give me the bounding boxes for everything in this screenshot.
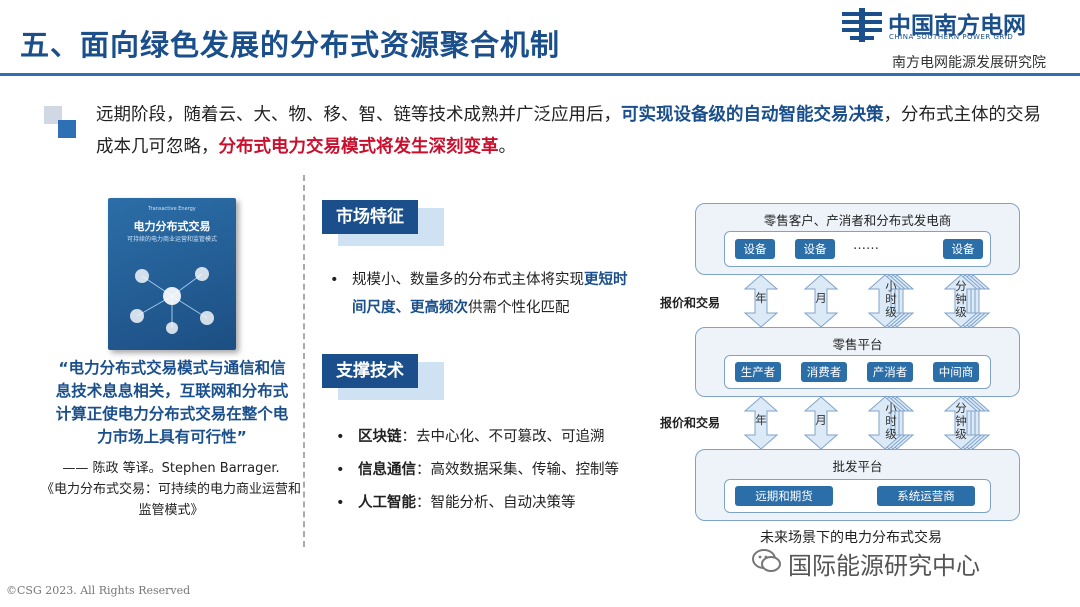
market-text-highlight: 更短时间尺度、更高频次 (352, 272, 628, 316)
header-divider (0, 73, 1080, 76)
support-item: • 人工智能：智能分析、自动决策等 (336, 487, 646, 520)
device-chip: 设备 (795, 239, 835, 259)
support-item-desc: ：去中心化、不可篡改、可追溯 (401, 429, 605, 445)
arrow-label-minute: 分钟级 (955, 279, 967, 319)
book-cover: Transactive Energy 电力分布式交易 可持续的电力商业运营和监管… (108, 198, 236, 350)
logo-english-name: CHINA SOUTHERN POWER GRID (889, 33, 1014, 41)
decor-squares-icon (44, 106, 80, 142)
trade-label: 报价和交易 (660, 416, 721, 430)
arrow-label-hour: 小时级 (885, 279, 897, 319)
arrow-label-year: 年 (755, 291, 767, 305)
arrow-label-minute: 分钟级 (955, 401, 967, 441)
bullet-dot: • (336, 495, 345, 511)
book-cover-english: Transactive Energy (148, 206, 196, 212)
arrow-label-month: 月 (815, 413, 827, 427)
support-item: • 区块链：去中心化、不可篡改、可追溯 (336, 421, 646, 454)
device-chip: 设备 (943, 239, 983, 259)
device-chip: 设备 (735, 239, 775, 259)
wechat-icon (752, 548, 782, 574)
retail-layer-title: 零售平台 (832, 337, 883, 352)
watermark-text: 国际能源研究中心 (788, 552, 980, 580)
retail-layer: 零售平台 生产者 消费者 产消者 中间商 (695, 327, 1020, 397)
intro-highlight-2: 分布式电力交易模式将发生深刻变革 (218, 137, 499, 157)
wholesale-row: 远期和期货 系统运营商 (724, 479, 991, 513)
support-item-label: 人工智能 (358, 495, 416, 511)
retail-chip: 产消者 (867, 362, 913, 382)
market-text-prefix: 规模小、数量多的分布式主体将实现 (352, 272, 584, 288)
network-graphic-icon (130, 267, 214, 334)
institute-name: 南方电网能源发展研究院 (892, 55, 1046, 71)
retail-chip: 生产者 (735, 362, 781, 382)
arrow-group-1 (744, 274, 990, 328)
vertical-divider (303, 175, 305, 547)
intro-paragraph: 远期阶段，随着云、大、物、移、智、链等技术成熟并广泛应用后，可实现设备级的自动智… (96, 99, 1056, 163)
device-row: 设备 设备 …… 设备 (724, 231, 991, 267)
arrow-label-month: 月 (815, 291, 827, 305)
bullet-dot: • (336, 462, 345, 478)
wholesale-layer-title: 批发平台 (832, 459, 883, 474)
support-item-label: 区块链 (358, 429, 402, 445)
market-heading: 市场特征 (322, 200, 418, 234)
wholesale-chip: 远期和期货 (735, 486, 833, 506)
support-item-desc: ：高效数据采集、传输、控制等 (416, 462, 619, 478)
support-list: • 区块链：去中心化、不可篡改、可追溯 • 信息通信：高效数据采集、传输、控制等… (336, 421, 646, 520)
arrow-label-hour: 小时级 (885, 401, 897, 441)
support-item-desc: ：智能分析、自动决策等 (416, 495, 576, 511)
book-quote: “电力分布式交易模式与通信和信息技术息息相关，互联网和分布式计算正使电力分布式交… (55, 359, 289, 446)
logo-name: 中国南方电网 (888, 13, 1026, 39)
bullet-dot: • (336, 429, 345, 445)
book-cover-subtitle: 可持续的电力商业运营和监管模式 (126, 236, 217, 243)
attribution-line-2: 《电力分布式交易：可持续的电力商业运营和监管模式》 (40, 482, 301, 518)
book-attribution: —— 陈政 等译。Stephen Barrager. 《电力分布式交易：可持续的… (40, 458, 302, 521)
support-heading: 支撑技术 (322, 354, 418, 388)
device-ellipsis: …… (853, 238, 879, 253)
diagram-caption: 未来场景下的电力分布式交易 (760, 530, 942, 546)
arrow-label-year: 年 (755, 413, 767, 427)
page-title: 五、面向绿色发展的分布式资源聚合机制 (20, 28, 561, 62)
intro-highlight-1: 可实现设备级的自动智能交易决策 (621, 105, 884, 125)
customer-layer: 零售客户、产消者和分布式发电商 设备 设备 …… 设备 (695, 203, 1020, 275)
copyright: ©CSG 2023. All Rights Reserved (6, 584, 191, 597)
intro-text-3: 。 (498, 137, 517, 157)
wholesale-chip: 系统运营商 (877, 486, 975, 506)
retail-chip: 消费者 (801, 362, 847, 382)
market-text: 规模小、数量多的分布式主体将实现更短时间尺度、更高频次供需个性化匹配 (352, 266, 640, 322)
support-item-label: 信息通信 (358, 462, 416, 478)
book-cover-title: 电力分布式交易 (133, 220, 211, 233)
market-bullet: • 规模小、数量多的分布式主体将实现更短时间尺度、更高频次供需个性化匹配 (330, 266, 640, 322)
intro-text-2: ，分布式主体的交易成本几可忽略， (96, 105, 1041, 157)
retail-row: 生产者 消费者 产消者 中间商 (724, 355, 991, 389)
retail-chip: 中间商 (933, 362, 979, 382)
wholesale-layer: 批发平台 远期和期货 系统运营商 (695, 449, 1020, 521)
arrow-group-2 (744, 396, 990, 450)
market-text-suffix: 供需个性化匹配 (468, 300, 570, 316)
intro-text-1: 远期阶段，随着云、大、物、移、智、链等技术成熟并广泛应用后， (96, 105, 621, 125)
support-item: • 信息通信：高效数据采集、传输、控制等 (336, 454, 646, 487)
csg-logo-icon (840, 6, 884, 46)
trade-label: 报价和交易 (660, 296, 721, 310)
customer-layer-title: 零售客户、产消者和分布式发电商 (763, 213, 952, 228)
bullet-dot: • (330, 272, 339, 288)
attribution-line-1: —— 陈政 等译。Stephen Barrager. (62, 461, 280, 476)
